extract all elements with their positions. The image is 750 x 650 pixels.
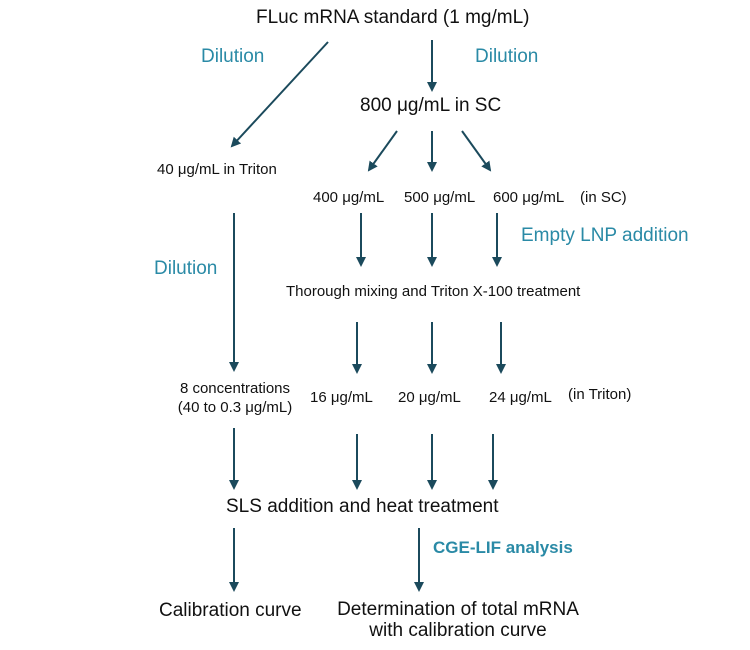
node-sc800: 800 μg/mL in SC	[360, 95, 502, 116]
node-mixing: Thorough mixing and Triton X-100 treatme…	[286, 283, 581, 300]
node-total-mrna-line2: with calibration curve	[369, 620, 547, 641]
node-eight-concentrations-line2: (40 to 0.3 μg/mL)	[177, 399, 293, 416]
node-standard: FLuc mRNA standard (1 mg/mL)	[256, 7, 530, 28]
node-calibration: Calibration curve	[159, 600, 302, 621]
node-c16: 16 μg/mL	[310, 389, 373, 406]
arrow-sc800-to-c400	[367, 130, 398, 172]
node-triton40: 40 μg/mL in Triton	[157, 161, 277, 178]
node-total-mrna-line1: Determination of total mRNA	[337, 599, 579, 620]
node-c600: 600 μg/mL	[493, 189, 565, 206]
node-in-triton: (in Triton)	[568, 386, 632, 403]
label-dilution-right-top: Dilution	[475, 46, 539, 67]
node-c400: 400 μg/mL	[313, 189, 385, 206]
label-dilution-left-top: Dilution	[201, 46, 265, 67]
node-c24: 24 μg/mL	[489, 389, 552, 406]
arrow-standard-to-triton40	[230, 41, 329, 148]
arrow-sc800-to-c600	[461, 130, 492, 172]
node-sls: SLS addition and heat treatment	[226, 496, 499, 517]
node-eight-concentrations-line1: 8 concentrations	[179, 380, 291, 397]
label-empty-lnp: Empty LNP addition	[521, 225, 689, 246]
label-cge-lif: CGE-LIF analysis	[433, 538, 573, 557]
node-c20: 20 μg/mL	[398, 389, 461, 406]
label-dilution-left-mid: Dilution	[154, 258, 218, 279]
node-total-mrna: Determination of total mRNA with calibra…	[320, 599, 596, 641]
node-eight-concentrations: 8 concentrations (40 to 0.3 μg/mL)	[140, 379, 330, 417]
node-c500: 500 μg/mL	[404, 189, 476, 206]
node-in-sc: (in SC)	[580, 189, 627, 206]
